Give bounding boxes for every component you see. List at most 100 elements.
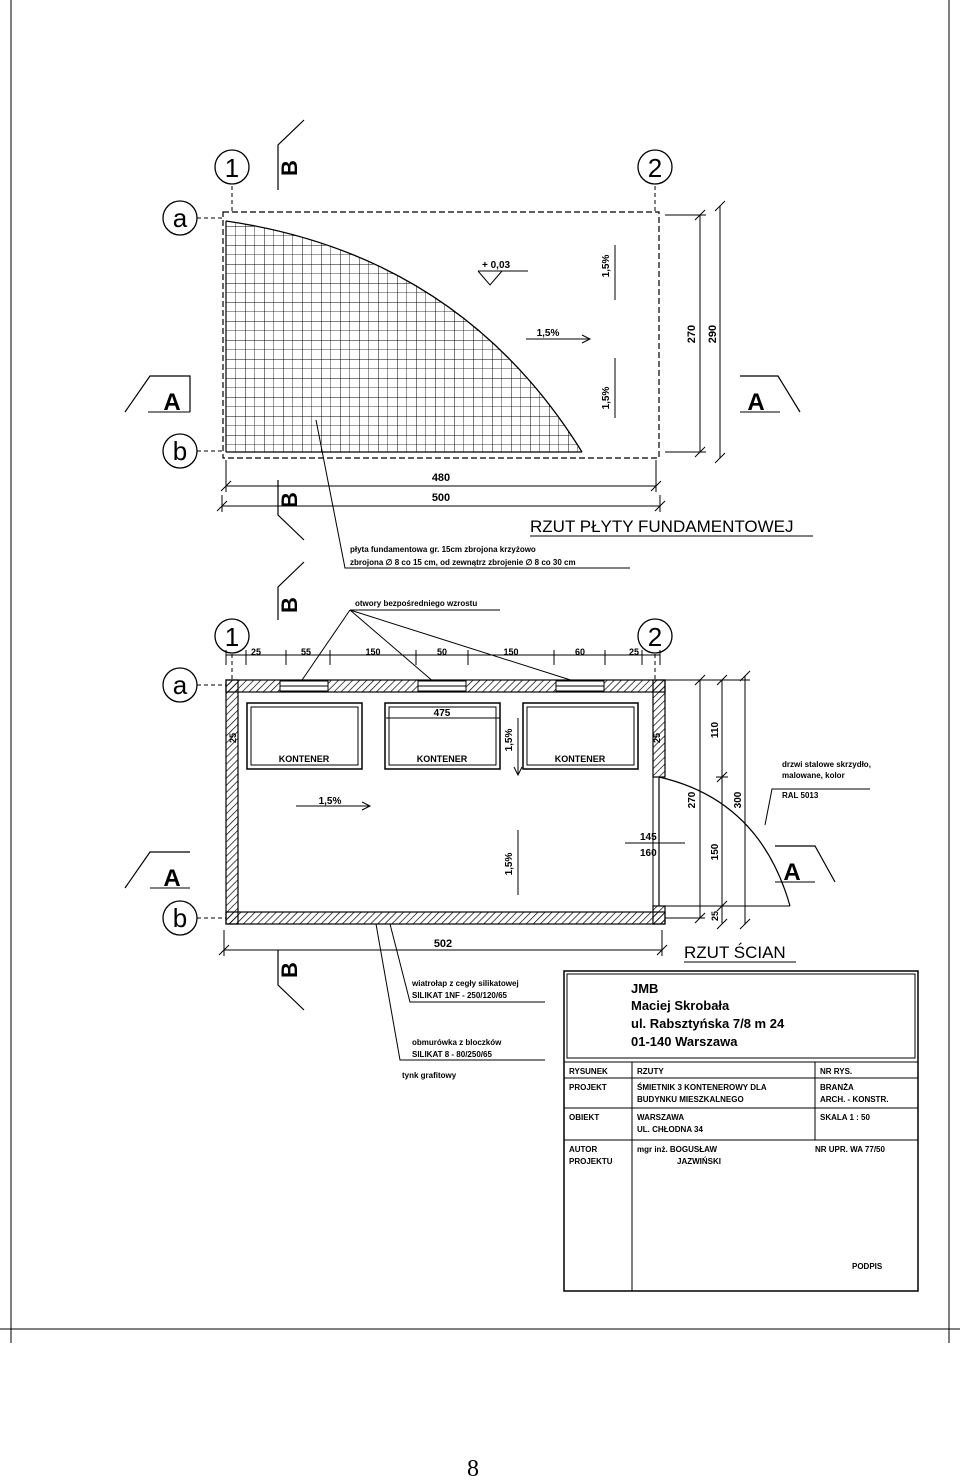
svg-text:290: 290 (707, 325, 719, 343)
section-mark-a-walls-right: A (775, 845, 836, 886)
svg-text:1,5%: 1,5% (537, 328, 560, 339)
svg-text:270: 270 (687, 791, 698, 808)
foundation-plan-title: RZUT PŁYTY FUNDAMENTOWEJ (530, 517, 794, 536)
svg-text:ARCH. - KONSTR.: ARCH. - KONSTR. (820, 1095, 888, 1104)
svg-text:BUDYNKU MIESZKALNEGO: BUDYNKU MIESZKALNEGO (637, 1095, 744, 1104)
svg-text:BRANŻA: BRANŻA (820, 1083, 854, 1092)
svg-text:B: B (277, 597, 302, 613)
svg-text:25: 25 (251, 647, 261, 657)
svg-text:SILIKAT 1NF - 250/120/65: SILIKAT 1NF - 250/120/65 (412, 991, 508, 1000)
svg-text:wiatrołap z cegły silikatowej: wiatrołap z cegły silikatowej (411, 979, 519, 988)
svg-text:UL. CHŁODNA 34: UL. CHŁODNA 34 (637, 1125, 703, 1134)
slope-labels-foundation: 1,5% 1,5% 1,5% (526, 245, 616, 418)
svg-text:płyta fundamentowa gr. 15cm zb: płyta fundamentowa gr. 15cm zbrojona krz… (350, 545, 536, 554)
axis-2-top: 2 (637, 149, 673, 212)
svg-text:SILIKAT 8 - 80/250/65: SILIKAT 8 - 80/250/65 (412, 1050, 492, 1059)
walls-dimensions-top (225, 650, 661, 665)
svg-text:25: 25 (629, 647, 639, 657)
svg-text:zbrojona ∅ 8 co 15 cm, od zewn: zbrojona ∅ 8 co 15 cm, od zewnątrz zbroj… (350, 558, 576, 567)
foundation-note-leader (315, 419, 630, 569)
foundation-dimensions-right (665, 200, 726, 464)
svg-text:2: 2 (648, 153, 662, 183)
svg-text:B: B (277, 492, 302, 508)
svg-text:RAL 5013: RAL 5013 (782, 791, 819, 800)
slab-outline (222, 211, 660, 459)
wall-note-leader-2 (375, 923, 545, 1061)
svg-text:mgr inż. BOGUSŁAW: mgr inż. BOGUSŁAW (637, 1145, 717, 1154)
svg-text:2: 2 (648, 622, 662, 652)
svg-text:AUTOR: AUTOR (569, 1145, 598, 1154)
svg-text:1,5%: 1,5% (504, 728, 515, 751)
svg-text:A: A (163, 865, 180, 892)
svg-text:ul. Rabsztyńska 7/8 m 24: ul. Rabsztyńska 7/8 m 24 (631, 1016, 785, 1031)
container-3: KONTENER (522, 702, 639, 770)
svg-text:A: A (163, 389, 180, 416)
svg-text:JAZWIŃSKI: JAZWIŃSKI (677, 1157, 721, 1166)
svg-text:1,5%: 1,5% (601, 386, 612, 409)
office-name: JMB (631, 981, 658, 996)
svg-text:150: 150 (503, 647, 518, 657)
section-mark-a-right: A (740, 375, 801, 416)
svg-text:B: B (277, 962, 302, 978)
svg-text:150: 150 (365, 647, 380, 657)
sheet-frame (0, 0, 960, 1343)
walls-dimensions-right (665, 670, 751, 930)
svg-text:NR UPR. WA 77/50: NR UPR. WA 77/50 (815, 1145, 885, 1154)
svg-text:60: 60 (575, 647, 585, 657)
section-mark-a-left: A (124, 375, 191, 416)
svg-text:300: 300 (733, 791, 744, 808)
svg-text:B: B (277, 160, 302, 176)
svg-text:1,5%: 1,5% (601, 254, 612, 277)
axis-a-top: a (162, 200, 223, 236)
mesh-boundary-arc (225, 220, 583, 453)
svg-text:Maciej Skrobała: Maciej Skrobała (631, 998, 730, 1013)
svg-text:KONTENER: KONTENER (555, 754, 606, 764)
svg-text:480: 480 (432, 472, 450, 484)
wall-note-leader-1 (389, 923, 545, 1003)
section-mark-b-bottom: B (277, 480, 305, 541)
svg-text:PODPIS: PODPIS (852, 1262, 883, 1271)
svg-text:1,5%: 1,5% (319, 796, 342, 807)
container-1: KONTENER (246, 702, 363, 770)
foundation-dimensions-bottom (216, 460, 666, 512)
axis-a-walls: a (162, 667, 226, 703)
axis-1-top: 1 (214, 149, 250, 212)
svg-text:PROJEKTU: PROJEKTU (569, 1157, 613, 1166)
walls-dimension-bottom (218, 930, 668, 956)
level-mark: + 0,03 (477, 260, 528, 286)
svg-text:270: 270 (686, 325, 698, 343)
svg-text:OBIEKT: OBIEKT (569, 1113, 599, 1122)
page-number: 8 (467, 1456, 479, 1481)
svg-text:a: a (173, 203, 188, 233)
svg-text:obmurówka z bloczków: obmurówka z bloczków (412, 1038, 502, 1047)
walls-hatched (225, 679, 666, 925)
axis-b-walls: b (162, 900, 226, 936)
svg-text:1: 1 (225, 622, 239, 652)
svg-text:RZUTY: RZUTY (637, 1067, 664, 1076)
svg-text:160: 160 (640, 848, 657, 859)
foundation-plan: 1 2 a b B B A (124, 119, 813, 569)
axis-1-walls: 1 (214, 618, 250, 680)
svg-text:drzwi stalowe skrzydło,: drzwi stalowe skrzydło, (782, 760, 871, 769)
svg-text:+ 0,03: + 0,03 (482, 260, 511, 271)
svg-text:b: b (173, 903, 187, 933)
svg-text:a: a (173, 670, 188, 700)
svg-text:01-140 Warszawa: 01-140 Warszawa (631, 1034, 738, 1049)
svg-text:1,5%: 1,5% (504, 852, 515, 875)
svg-text:25: 25 (228, 733, 238, 743)
svg-text:110: 110 (710, 721, 721, 738)
walls-plan-title: RZUT ŚCIAN (684, 943, 786, 962)
svg-text:b: b (173, 436, 187, 466)
svg-text:malowane, kolor: malowane, kolor (782, 771, 845, 780)
svg-text:1: 1 (225, 153, 239, 183)
svg-text:475: 475 (434, 708, 451, 719)
axis-2-walls: 2 (637, 618, 673, 680)
section-mark-b-top: B (277, 119, 305, 190)
axis-b-top: b (162, 433, 223, 469)
svg-text:tynk grafitowy: tynk grafitowy (402, 1071, 457, 1080)
svg-text:502: 502 (434, 938, 452, 950)
container-2: KONTENER (384, 702, 501, 770)
svg-text:RYSUNEK: RYSUNEK (569, 1067, 608, 1076)
svg-text:50: 50 (437, 647, 447, 657)
